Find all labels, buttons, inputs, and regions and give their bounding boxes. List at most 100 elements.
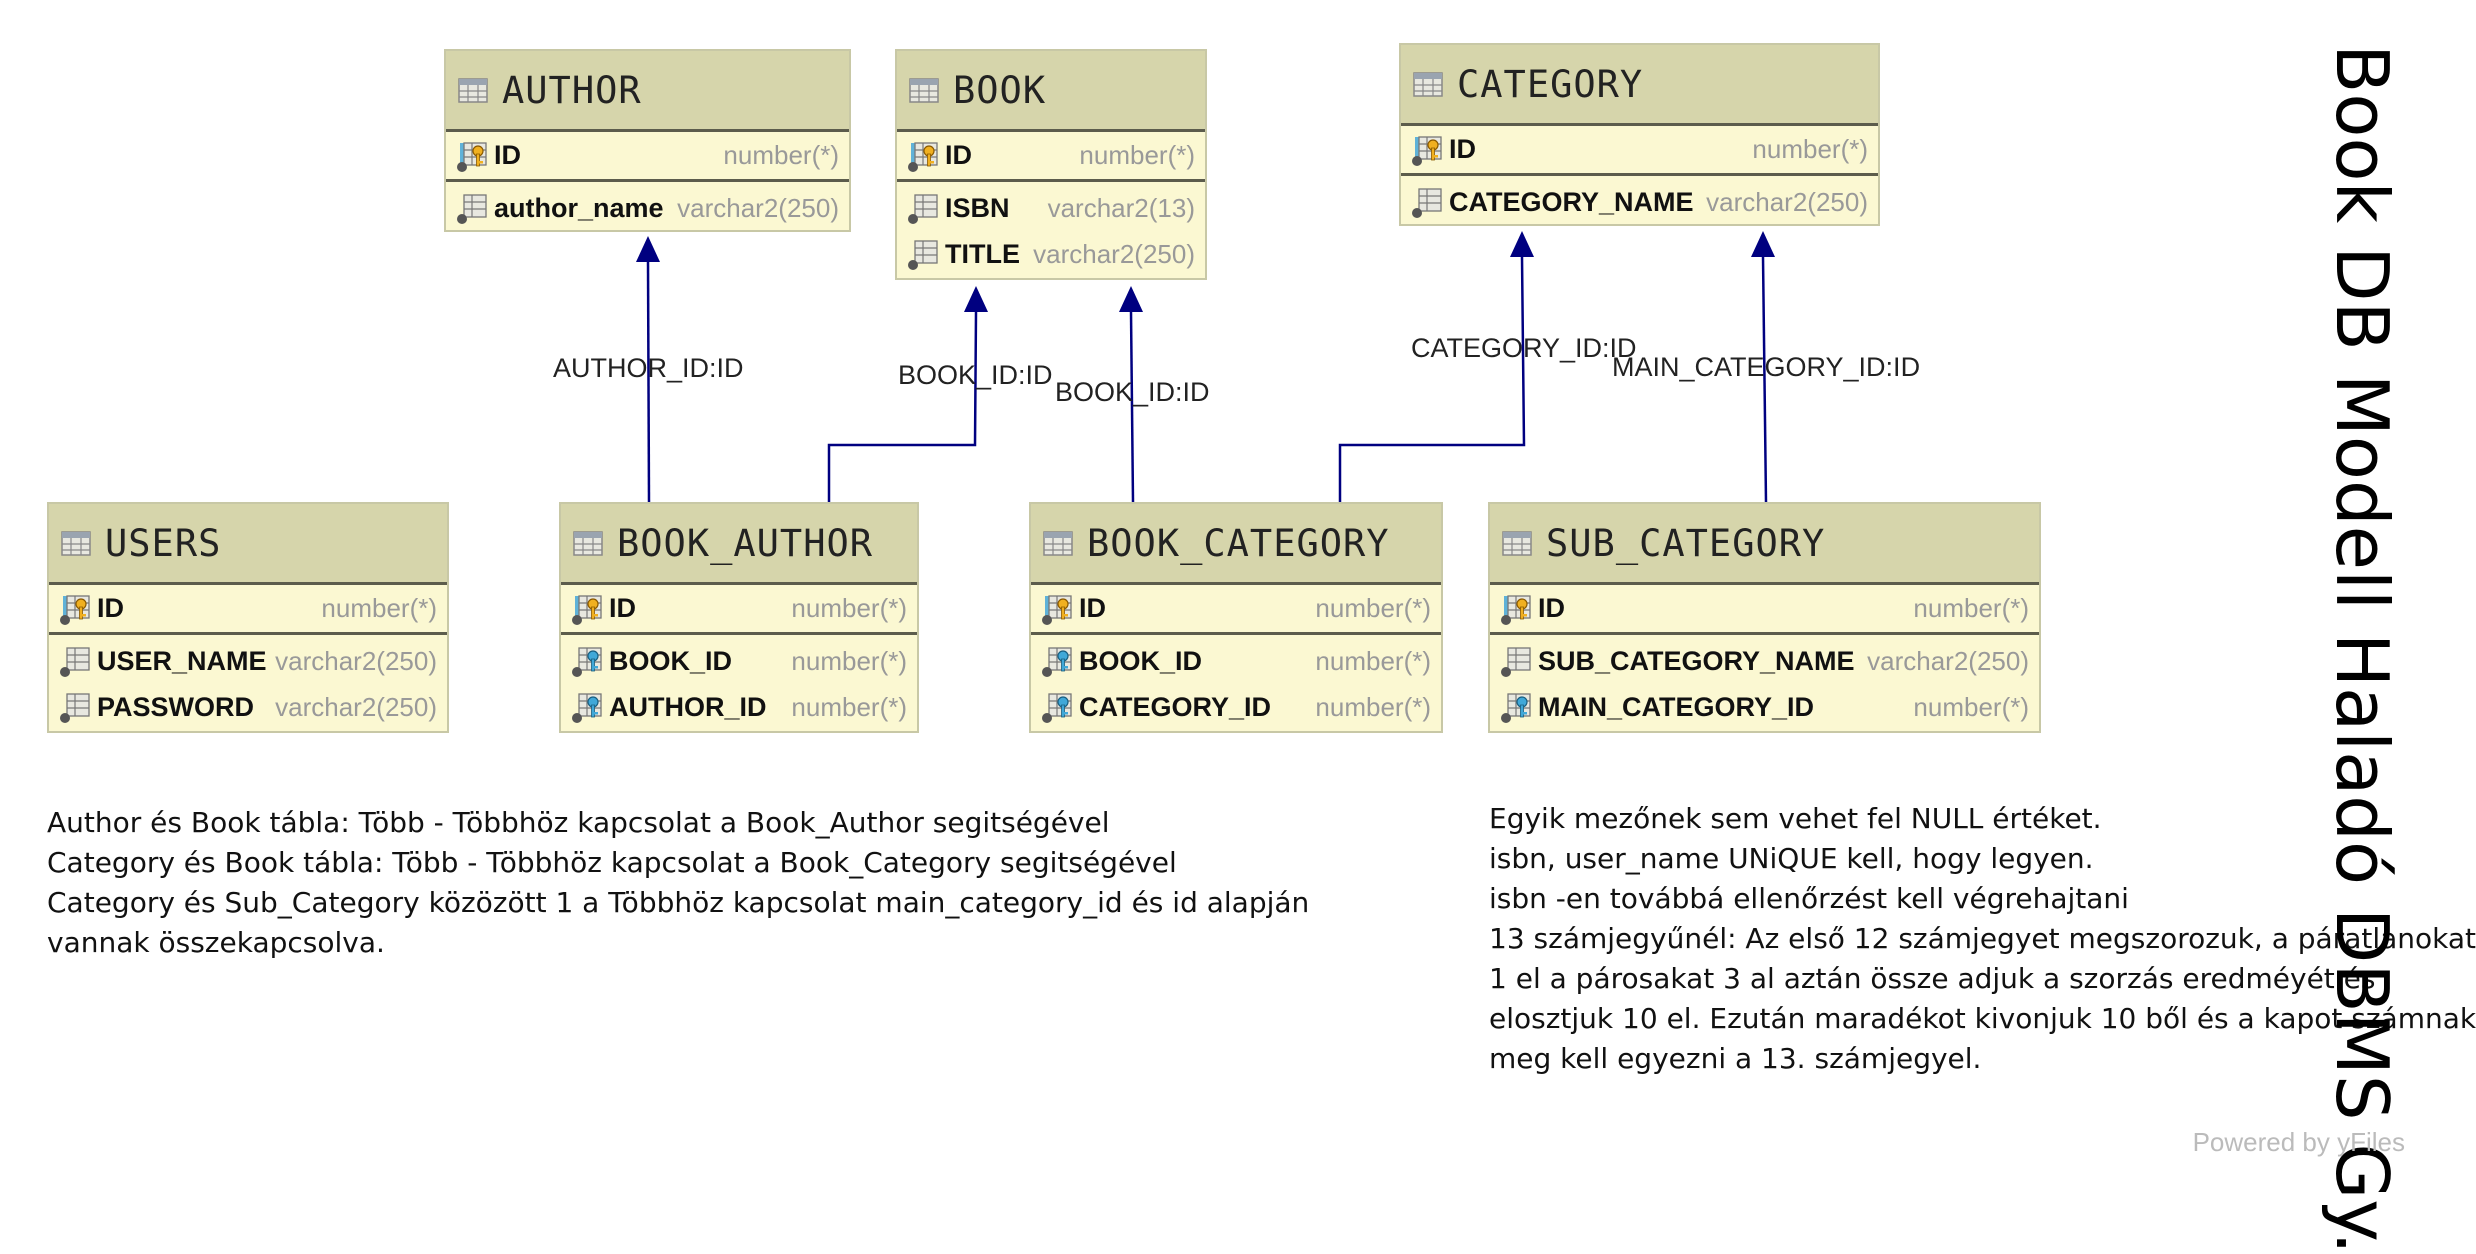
foreign-key-icon [571,690,605,724]
edge-label-main-category-id: MAIN_CATEGORY_ID:ID [1612,352,1921,382]
notes-left: Author és Book tábla: Több - Többhöz kap… [47,803,1309,963]
table-grid-icon [458,77,488,103]
column-name: BOOK_ID [1079,645,1203,676]
edge-label-book-id-2: BOOK_ID:ID [1055,377,1210,407]
column-type: number(*) [723,140,839,170]
column-row[interactable]: ID number(*) [1401,126,1878,176]
title-line-1: Book DB Modell [2320,44,2404,610]
note-line: Category és Sub_Category közözött 1 a Tö… [47,886,1310,919]
primary-key-icon [59,592,93,626]
primary-key-icon [907,139,941,173]
note-line: Category és Book tábla: Több - Többhöz k… [47,846,1177,879]
column-type: number(*) [1752,134,1868,164]
note-line: vannak összekapcsolva. [47,926,385,959]
primary-key-icon [571,592,605,626]
column-type: number(*) [1315,645,1431,676]
edge-label-category-id: CATEGORY_ID:ID [1411,333,1637,363]
table-header: BOOK [897,51,1205,132]
edge-main-category-id [1751,231,1775,503]
table-header: AUTHOR [446,51,849,132]
column-type: number(*) [791,593,907,623]
column-row[interactable]: BOOK_ID number(*) [561,635,917,683]
column-row[interactable]: ID number(*) [446,132,849,182]
column-type: number(*) [1079,140,1195,170]
column-row[interactable]: author_name varchar2(250) [446,182,849,230]
column-name: ID [945,140,972,170]
column-type: varchar2(250) [275,691,437,722]
column-type: number(*) [1315,593,1431,623]
table-grid-icon [1413,71,1443,97]
table-grid-icon [909,77,939,103]
table-name: SUB_CATEGORY [1546,521,1826,565]
column-row[interactable]: ID number(*) [897,132,1205,182]
column-row[interactable]: ID number(*) [1490,585,2039,635]
column-icon [907,237,941,271]
column-name: CATEGORY_ID [1079,691,1272,722]
table-header: USERS [49,504,447,585]
column-name: ID [97,593,124,623]
table-sub-category[interactable]: SUB_CATEGORY ID number(*) SUB_CATEGORY_NAME… [1488,502,2041,733]
title-line-2: Haladó DBMS Gy. [2320,632,2404,1254]
table-name: CATEGORY [1457,62,1644,106]
column-row[interactable]: MAIN_CATEGORY_ID number(*) [1490,683,2039,731]
column-name: author_name [494,192,664,223]
column-name: ID [1449,134,1476,164]
table-name: USERS [105,521,222,565]
table-name: BOOK [953,68,1047,112]
primary-key-icon [1500,592,1534,626]
foreign-key-icon [1041,690,1075,724]
column-row[interactable]: BOOK_ID number(*) [1031,635,1441,683]
column-name: SUB_CATEGORY_NAME [1538,645,1855,676]
column-icon [1500,644,1534,678]
note-line: meg kell egyezni a 13. számjegyel. [1489,1042,1982,1075]
table-author[interactable]: AUTHOR ID number(*) author_name varchar2(250… [444,49,851,232]
column-name: ID [1538,593,1565,623]
edge-category-id [1338,231,1534,502]
column-type: number(*) [1913,691,2029,722]
table-grid-icon [61,530,91,556]
column-type: number(*) [791,645,907,676]
column-type: number(*) [791,691,907,722]
foreign-key-icon [571,644,605,678]
edge-label-book-id-1: BOOK_ID:ID [898,360,1053,390]
column-name: ID [494,140,521,170]
powered-by-footer: Powered by yFiles [2192,1127,2405,1157]
column-row[interactable]: PASSWORD varchar2(250) [49,683,447,731]
column-name: BOOK_ID [609,645,733,676]
table-name: BOOK_AUTHOR [617,521,874,565]
note-line: isbn -en továbbá ellenőrzést kell végreh… [1489,882,2129,915]
column-type: number(*) [1913,593,2029,623]
table-header: SUB_CATEGORY [1490,504,2039,585]
column-icon [456,191,490,225]
primary-key-icon [1411,133,1445,167]
notes-right: Egyik mezőnek sem vehet fel NULL értéket… [1489,799,2476,1079]
diagram-title: Book DB Modell Haladó DBMS Gy. [2212,44,2412,1254]
column-row[interactable]: ID number(*) [1031,585,1441,635]
column-name: ID [1079,593,1106,623]
column-row[interactable]: CATEGORY_ID number(*) [1031,683,1441,731]
column-type: varchar2(250) [677,192,839,223]
note-line: isbn, user_name UNiQUE kell, hogy legyen… [1489,842,2094,875]
column-name: MAIN_CATEGORY_ID [1538,691,1815,722]
note-line: 13 számjegyűnél: Az első 12 számjegyet m… [1489,922,2476,955]
column-name: PASSWORD [97,691,255,722]
column-icon [59,644,93,678]
note-line: 1 el a párosakat 3 al aztán össze adjuk … [1489,962,2376,995]
column-icon [1411,185,1445,219]
foreign-key-icon [1041,644,1075,678]
column-type: number(*) [1315,691,1431,722]
table-header: CATEGORY [1401,45,1878,126]
